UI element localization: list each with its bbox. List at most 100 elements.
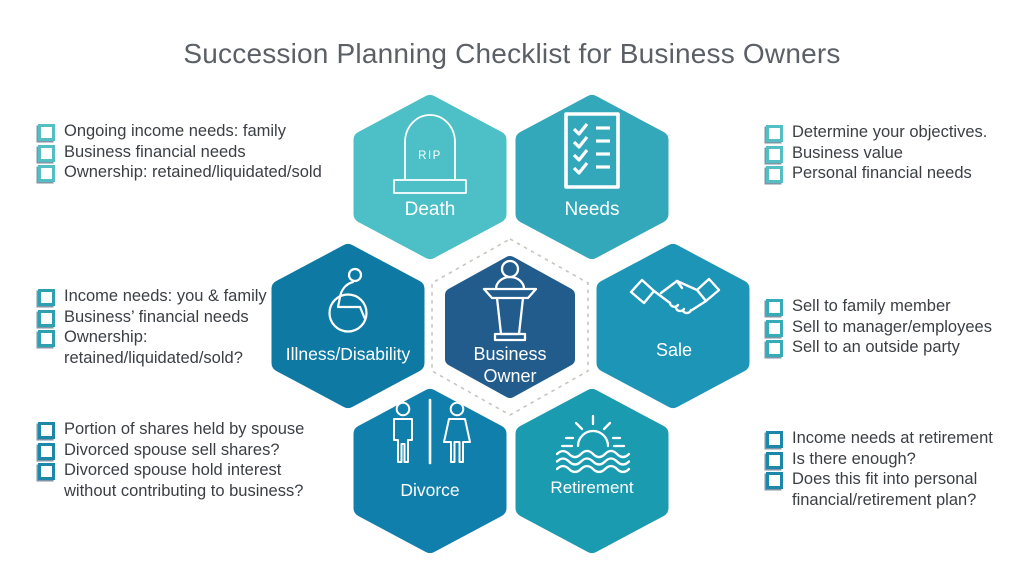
handshake-icon (629, 277, 721, 315)
hexagon-shape (271, 244, 425, 408)
checklist-item-text: Determine your objectives. (792, 123, 988, 141)
checklist-item-text: Sell to family member (792, 297, 951, 315)
hex-label-death: Death (404, 199, 456, 220)
checklist-item-text: Personal financial needs (792, 164, 972, 182)
checklist-item-text: without contributing to business? (64, 481, 304, 500)
checklist-item-row: Income needs at retirement (766, 428, 993, 449)
checkbox-icon (766, 166, 783, 183)
hexagon-shape (596, 244, 750, 408)
hex-label-illness-disability: Illness/Disability (285, 344, 411, 364)
rip-text: RIP (418, 150, 442, 162)
checkbox-icon (766, 319, 783, 337)
checklist-item-row: Business’ financial needs (38, 307, 267, 328)
checklist-item-text: Income needs: you & family (64, 287, 267, 305)
checkbox-icon (38, 463, 55, 480)
checklist-item-text: financial/retirement plan? (792, 490, 977, 509)
page-title: Succession Planning Checklist for Busine… (183, 38, 841, 69)
checklist-item-row: Does this fit into personal (766, 469, 993, 490)
hex-label-business-owner-line1: Business (473, 344, 547, 364)
checklist-item-text: retained/liquidated/sold? (64, 348, 243, 367)
checkbox-icon (766, 431, 783, 448)
hexagon-divorce (353, 389, 507, 553)
checklist-needs: Determine your objectives. Business valu… (766, 122, 987, 184)
checklist-item-row: without contributing to business? (38, 481, 304, 502)
checklist-retirement: Income needs at retirement Is there enou… (766, 428, 993, 510)
checklist-item-text: Income needs at retirement (792, 429, 993, 447)
hexagon-shape (515, 389, 669, 553)
checklist-item-text: Ownership: (64, 328, 148, 346)
sunset-icon (555, 414, 631, 474)
checklist-item-row: Is there enough? (766, 449, 993, 470)
checklist-divorce: Portion of shares held by spouse Divorce… (38, 419, 304, 501)
checkbox-icon (38, 309, 55, 327)
checkbox-icon (38, 442, 55, 460)
hexagon-illness-disability (271, 244, 425, 408)
checkbox-icon (38, 165, 55, 182)
checklist-item-row: Sell to family member (766, 296, 992, 317)
checklist-item-text: Ownership: retained/liquidated/sold (64, 163, 322, 181)
hexagon-retirement (515, 389, 669, 553)
checklist-item-row: Ongoing income needs: family (38, 121, 322, 142)
hexagon-shape (353, 95, 507, 259)
checklist-item-row: Ownership: retained/liquidated/sold (38, 162, 322, 183)
checklist-item-row: Business financial needs (38, 142, 322, 163)
checkbox-icon (766, 145, 783, 163)
checkbox-icon (38, 144, 55, 162)
checklist-item-row: Ownership: (38, 327, 267, 348)
checklist-item-text: Divorced spouse sell shares? (64, 440, 280, 459)
checklist-item-text: Portion of shares held by spouse (64, 420, 305, 438)
checklist-item-text: Ongoing income needs: family (64, 122, 286, 140)
hex-label-business-owner: Business Owner (473, 343, 546, 387)
divorce-couple-icon (393, 398, 471, 465)
checklist-item-row: Income needs: you & family (38, 286, 267, 307)
hexagon-shape (353, 389, 507, 553)
hex-label-retirement: Retirement (550, 478, 634, 497)
checklist-item-row: Sell to an outside party (766, 337, 992, 358)
hex-label-sale: Sale (655, 340, 693, 360)
checkbox-icon (766, 451, 783, 469)
wheelchair-icon (328, 267, 368, 333)
checklist-item-text: Business’ financial needs (64, 307, 249, 326)
hexagon-shape (515, 95, 669, 259)
checkbox-icon (766, 340, 783, 357)
checklist-item-row: retained/liquidated/sold? (38, 348, 267, 369)
hex-label-divorce: Divorce (400, 480, 460, 500)
checklist-item-row: Business value (766, 143, 987, 164)
checklist-item-text: Business financial needs (64, 142, 246, 161)
checklist-item-text: Sell to an outside party (792, 338, 960, 356)
checkbox-icon (766, 472, 783, 489)
hexagon-death: RIP (353, 95, 507, 259)
checkbox-icon (38, 330, 55, 347)
checklist-item-text: Divorced spouse hold interest (64, 461, 282, 479)
checkbox-icon (38, 124, 55, 141)
dashed-ring-shape (431, 238, 589, 416)
hexagon-business-owner (445, 256, 575, 398)
hex-label-business-owner-line2: Owner (483, 366, 537, 386)
checklist-item-row: Determine your objectives. (766, 122, 987, 143)
checklist-item-row: Personal financial needs (766, 163, 987, 184)
checklist-death: Ongoing income needs: family Business fi… (38, 121, 322, 183)
checkbox-icon (38, 422, 55, 439)
checkbox-icon (766, 299, 783, 316)
hex-label-needs: Needs (564, 199, 620, 220)
checklist-sale: Sell to family member Sell to manager/em… (766, 296, 992, 358)
checklist-item-text: Is there enough? (792, 449, 916, 468)
checklist-item-row: Divorced spouse sell shares? (38, 440, 304, 461)
checklist-illness-disability: Income needs: you & family Business’ fin… (38, 286, 267, 368)
dashed-hexagon-ring (431, 238, 589, 416)
podium-icon (482, 259, 538, 342)
checkbox-icon (38, 289, 55, 306)
checklist-icon (564, 112, 620, 189)
checklist-item-row: financial/retirement plan? (766, 490, 993, 511)
checklist-item-row: Portion of shares held by spouse (38, 419, 304, 440)
tombstone-icon: RIP (393, 114, 467, 194)
checklist-item-text: Business value (792, 143, 903, 162)
checklist-item-text: Does this fit into personal (792, 470, 978, 488)
hexagon-sale (596, 244, 750, 408)
hexagon-needs (515, 95, 669, 259)
checklist-item-text: Sell to manager/employees (792, 317, 992, 336)
checklist-item-row: Sell to manager/employees (766, 317, 992, 338)
hexagon-shape (445, 256, 575, 398)
